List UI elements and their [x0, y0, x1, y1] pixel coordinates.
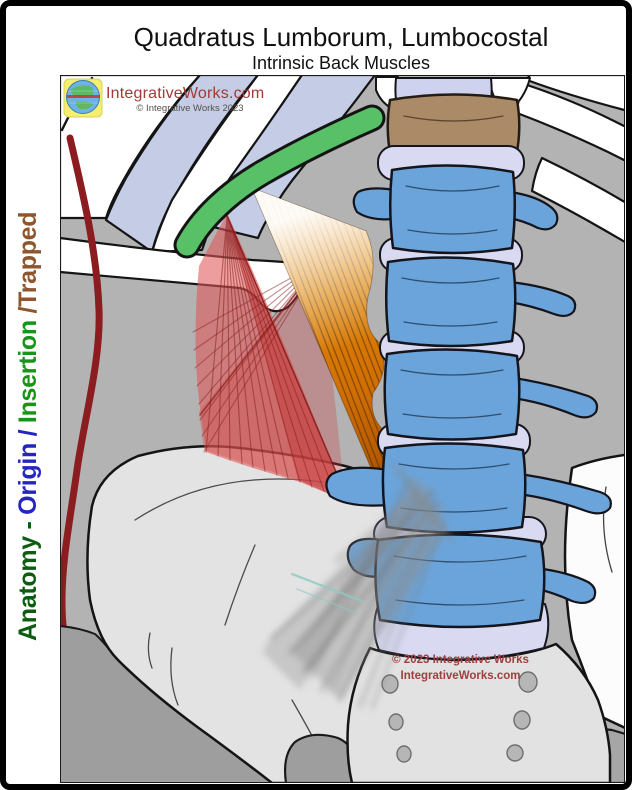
sacrum [346, 642, 612, 783]
sacrum-watermark: © 2023 Integrative Works IntegrativeWork… [358, 652, 563, 684]
twelfth-rib-highlight [173, 104, 386, 259]
brand-watermark: IntegrativeWorks.com [106, 85, 265, 102]
side-label-trapped: /Trapped [14, 211, 42, 314]
body-contour-line [60, 134, 103, 646]
side-label-insertion: Insertion [14, 313, 42, 424]
ligament-teal-lines [290, 572, 364, 614]
quadratus-lumborum-muscle [192, 213, 349, 502]
blur-trapped-region [262, 460, 455, 710]
brand-copyright: © Integrative Works 2023 [136, 103, 244, 114]
page-subtitle: Intrinsic Back Muscles [251, 53, 431, 73]
sacrum-watermark-line2: IntegrativeWorks.com [400, 670, 521, 683]
side-label-anatomy: Anatomy - [14, 514, 42, 641]
vertebra-endplate-lines [393, 185, 527, 606]
globe-logo-icon [63, 78, 103, 118]
sacrum-watermark-line1: © 2023 Integrative Works [392, 654, 529, 666]
sacral-foramina [381, 671, 538, 763]
page-title: Quadratus Lumborum, Lumbocostal [133, 22, 549, 52]
side-label-origin: Origin / [14, 423, 42, 515]
side-label: Anatomy - Origin / Insertion /Trapped [14, 212, 43, 641]
